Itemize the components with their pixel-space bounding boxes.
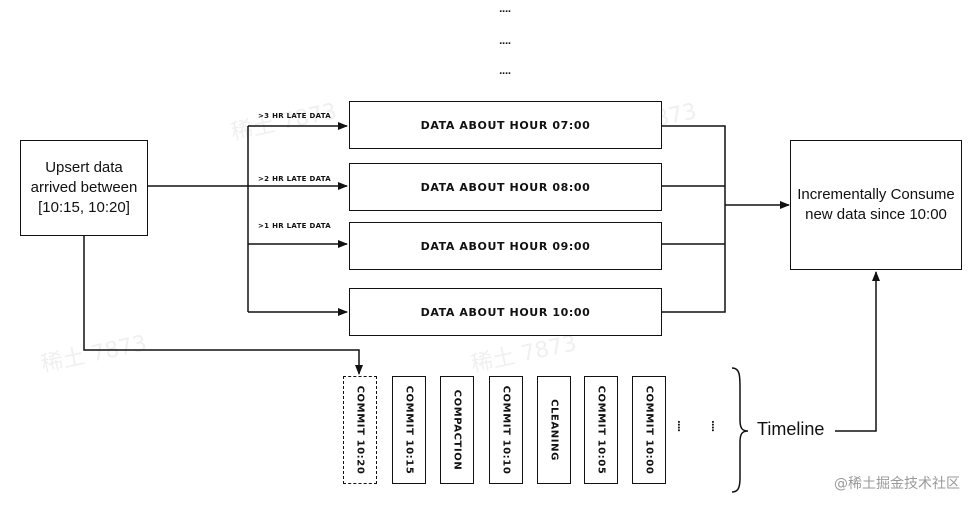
timeline-item-cleaning: CLEANING [537, 376, 571, 484]
source-to-commit-arrow [83, 236, 363, 375]
top-dots: .... [499, 67, 511, 77]
timeline-item-label: COMMIT 10:00 [643, 385, 655, 475]
timeline-label: Timeline [757, 419, 825, 439]
watermark-credit: @稀土掘金技术社区 [834, 476, 960, 492]
timeline-item-compaction: COMPACTION [440, 376, 474, 484]
top-dots: .... [499, 5, 511, 15]
consumer-line: Incrementally Consume [797, 186, 955, 203]
timeline-trailing-dots: .... [675, 420, 686, 432]
merge-bracket-line [662, 125, 726, 313]
timeline-item-commit-1000: COMMIT 10:00 [632, 376, 666, 484]
timeline-item-commit-1020: COMMIT 10:20 [343, 376, 377, 484]
incremental-consumer-box: Incrementally Consume new data since 10:… [790, 140, 962, 270]
timeline-trailing-dots: .... [709, 420, 720, 432]
timeline-item-label: CLEANING [548, 399, 560, 461]
late-label-3hr: >3 HR LATE DATA [258, 112, 332, 120]
source-line: [10:15, 10:20] [38, 199, 130, 216]
timeline-item-label: COMMIT 10:05 [595, 385, 607, 475]
late-label-2hr: >2 HR LATE DATA [258, 175, 332, 183]
timeline-item-commit-1005: COMMIT 10:05 [584, 376, 618, 484]
source-line: Upsert data [45, 159, 123, 176]
timeline-item-label: COMMIT 10:10 [500, 385, 512, 475]
timeline-to-consumer-arrow [835, 271, 880, 432]
timeline-item-commit-1010: COMMIT 10:10 [489, 376, 523, 484]
late-label-1hr: >1 HR LATE DATA [258, 222, 332, 230]
upsert-source-box: Upsert data arrived between [10:15, 10:2… [20, 140, 148, 236]
hour-box-1000: DATA ABOUT HOUR 10:00 [349, 288, 662, 336]
timeline-brace [731, 367, 749, 493]
hour-box-0900: DATA ABOUT HOUR 09:00 [349, 222, 662, 270]
hour-box-0800: DATA ABOUT HOUR 08:00 [349, 163, 662, 211]
consumer-line: new data since 10:00 [805, 206, 947, 223]
timeline-item-label: COMPACTION [451, 389, 463, 471]
timeline-item-label: COMMIT 10:15 [403, 385, 415, 475]
hour-box-0700: DATA ABOUT HOUR 07:00 [349, 101, 662, 149]
source-line: arrived between [30, 179, 138, 196]
timeline-item-commit-1015: COMMIT 10:15 [392, 376, 426, 484]
top-dots: .... [499, 37, 511, 47]
timeline-item-label: COMMIT 10:20 [354, 385, 366, 475]
